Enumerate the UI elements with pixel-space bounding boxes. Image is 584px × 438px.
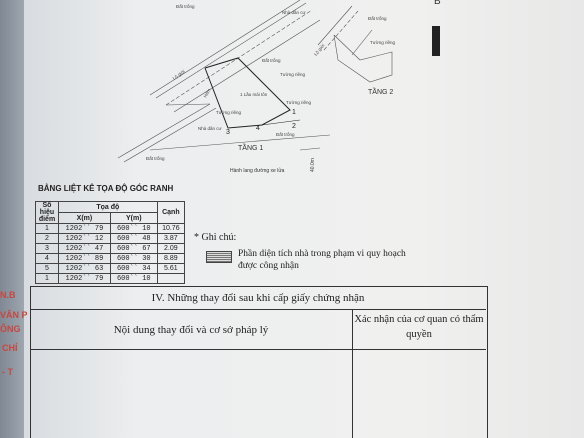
- label-right-1: Đất trống: [368, 16, 387, 21]
- legend-text: Phần diện tích nhà trong phạm vi quy hoạ…: [238, 249, 406, 271]
- label-tuong-rieng-1: Tường riêng: [280, 72, 305, 77]
- label-mai-ton: 1 Lầu mái tôn: [240, 92, 268, 97]
- point-label-2: 2: [292, 123, 296, 130]
- header-x: X(m): [58, 212, 111, 224]
- header-edge: Cạnh: [156, 201, 186, 224]
- label-tuong-rieng-2: Tường riêng: [286, 100, 311, 105]
- label-floor2: TẦNG 2: [368, 86, 393, 96]
- label-tuong-rieng-3: Tường riêng: [216, 110, 241, 115]
- label-nha-dan-cu: Nhà dân cư: [282, 10, 306, 15]
- stamp-line-3: ÔNG: [0, 324, 21, 334]
- road-join: [165, 103, 211, 106]
- dimension-line: [299, 147, 321, 151]
- road-edge-4: [173, 19, 321, 113]
- road-edge-3: [165, 9, 313, 106]
- floor2-outline: [333, 34, 393, 83]
- header-y: Y(m): [109, 212, 158, 224]
- floor2-road-3: [351, 29, 373, 56]
- road-edge-5: [117, 103, 211, 159]
- section-col-divider: [352, 309, 353, 438]
- stamp-line-2: VĂN P: [0, 310, 28, 320]
- north-marker: [432, 26, 440, 56]
- road-edge-2: [155, 2, 307, 99]
- legend-swatch: [206, 251, 232, 263]
- road-edge-1: [149, 0, 301, 96]
- point-label-1: 1: [292, 109, 296, 116]
- label-b: B: [434, 0, 441, 7]
- header-coord: Tọa độ: [58, 201, 158, 213]
- section-header-rule: [30, 349, 486, 350]
- label-corridor: Hành lang đường xe lửa: [230, 167, 285, 174]
- lot-edge: [261, 119, 301, 126]
- section-title: IV. Những thay đổi sau khi cấp giấy chứn…: [30, 287, 486, 310]
- section-box: [30, 286, 488, 438]
- table-title: BẢNG LIỆT KÊ TỌA ĐỘ GÓC RANH: [38, 184, 174, 193]
- label-floor1: TẦNG 1: [238, 142, 263, 152]
- stamp-line-1: N.B: [0, 290, 16, 300]
- section-col2: Xác nhận của cơ quan có thẩm quyền: [354, 314, 484, 340]
- stamp-line-4: CHÍ: [2, 343, 18, 353]
- label-dat-trong-mid: Đất trống: [262, 58, 281, 63]
- label-hem: Hẻm: [203, 88, 212, 99]
- floor2-road-1: [317, 5, 353, 46]
- label-right-2: Tường riêng: [370, 40, 395, 45]
- road-edge-6: [123, 107, 217, 163]
- legend-title: * Ghi chú:: [194, 232, 237, 243]
- lot-boundary: [204, 57, 291, 129]
- label-dat-trong-top: Đất trống: [176, 4, 195, 9]
- label-dat-trong-bot: Đất trống: [276, 132, 295, 137]
- label-lo-gioi: Lộ giới: [172, 69, 186, 81]
- section-col1: Nội dung thay đổi và cơ sở pháp lý: [113, 324, 269, 336]
- header-point: Số hiệu điểm: [35, 201, 59, 224]
- corridor-line: [149, 134, 331, 151]
- point-label-4: 4: [256, 125, 260, 132]
- floor2-road-2: [323, 10, 359, 51]
- label-right-3: Lộ giới: [313, 43, 326, 57]
- label-dat-trong-left: Đất trống: [146, 156, 165, 161]
- point-label-3: 3: [226, 129, 230, 136]
- label-nha-dan-cu-2: Nhà dân cư: [198, 126, 222, 131]
- stamp-line-5: - T: [2, 367, 13, 377]
- label-dimension: 40.0m: [310, 158, 316, 172]
- site-sketch: B TẦNG 1 TẦNG 2 Hành lang đường xe lửa 4…: [117, 0, 441, 174]
